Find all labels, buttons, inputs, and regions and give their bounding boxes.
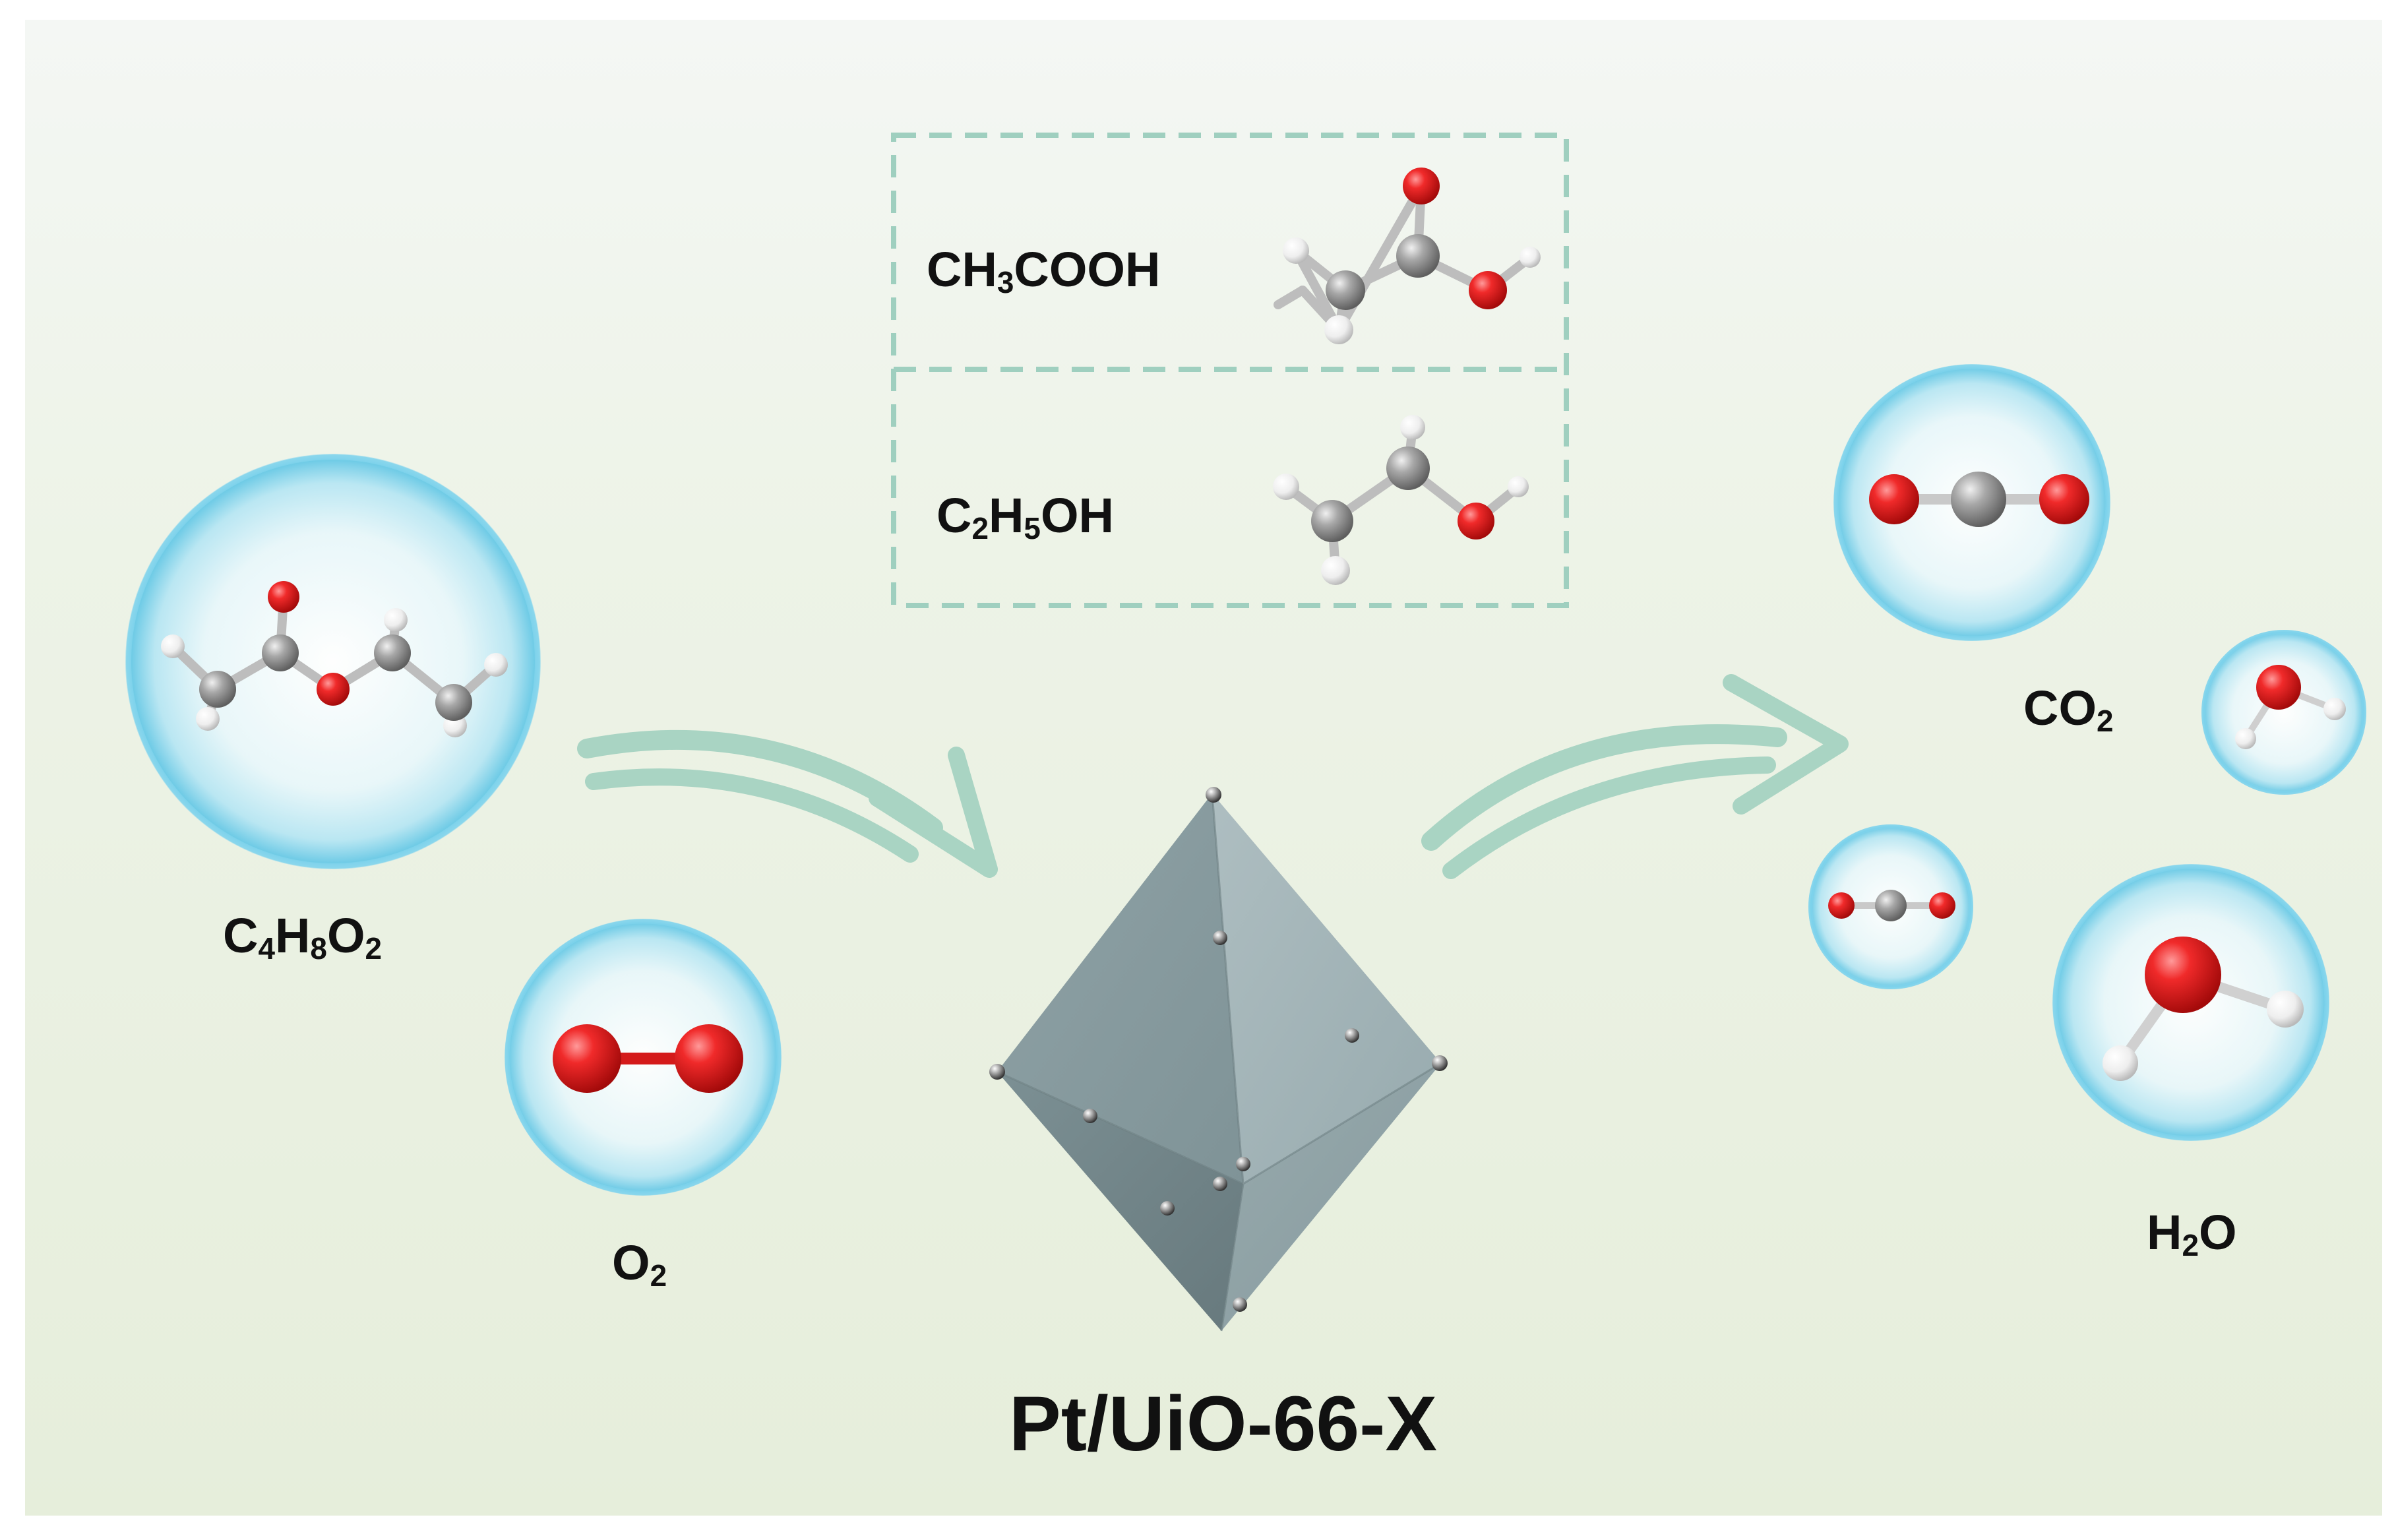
oxygen-label: O2 xyxy=(612,1235,667,1293)
water-bubble-small xyxy=(2201,630,2366,795)
ethyl-acetate-molecule xyxy=(161,581,508,737)
octahedron-crystal xyxy=(997,793,1442,1332)
water-molecule-small xyxy=(2235,665,2346,749)
oxygen-molecule xyxy=(553,1024,743,1093)
carbon-dioxide-molecule-small xyxy=(1828,890,1955,921)
ethyl-acetate-bubble xyxy=(125,454,541,869)
catalyst-label: Pt/UiO-66-X xyxy=(1009,1380,1438,1467)
acetic-acid-molecule xyxy=(1274,168,1541,344)
right-flow-arrow xyxy=(1421,674,1849,879)
intermediates-box xyxy=(891,133,1569,608)
ethyl-acetate-label: C4H8O2 xyxy=(223,908,383,966)
water-label: H2O xyxy=(2147,1205,2237,1263)
ethanol-molecule xyxy=(1273,415,1529,585)
pt-nanoparticles xyxy=(989,787,1448,1312)
ethanol-label: C2H5OH xyxy=(937,488,1114,546)
water-molecule xyxy=(2103,937,2304,1081)
co2-label: CO2 xyxy=(2023,681,2114,739)
acetic-acid-label: CH3COOH xyxy=(927,242,1161,300)
left-flow-arrow xyxy=(577,729,998,878)
carbon-dioxide-molecule xyxy=(1869,472,2089,527)
